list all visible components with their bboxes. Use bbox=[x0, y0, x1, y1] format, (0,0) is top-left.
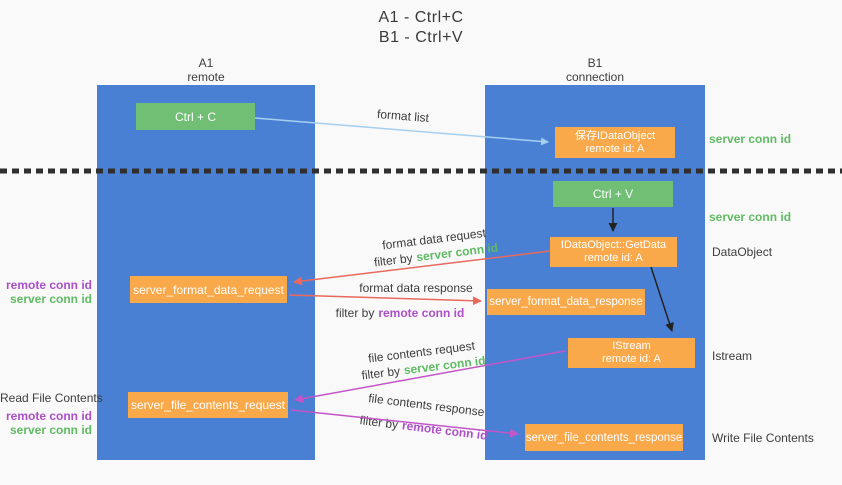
node-save-idataobject: 保存IDataObject remote id: A bbox=[555, 127, 675, 158]
node-save-idataobject-line1: 保存IDataObject bbox=[574, 129, 656, 142]
right-label-server-conn-id-top: server conn id bbox=[709, 132, 792, 146]
edge-label-format-list: format list bbox=[343, 103, 464, 128]
remote-conn-id-text: remote conn id bbox=[401, 418, 489, 443]
node-server-file-contents-request: server_file_contents_request bbox=[128, 392, 288, 418]
node-server-format-data-request-label: server_format_data_request bbox=[133, 282, 284, 297]
node-istream: IStream remote id: A bbox=[568, 338, 695, 368]
edge-label-format-data-response-text: format data response bbox=[359, 281, 473, 295]
node-istream-line1: IStream bbox=[612, 340, 651, 352]
remote-conn-id-text: remote conn id bbox=[378, 306, 465, 320]
right-label-server-conn-id-mid: server conn id bbox=[709, 210, 792, 224]
node-ctrl-c: Ctrl + C bbox=[136, 103, 255, 130]
node-ctrl-v: Ctrl + V bbox=[553, 181, 673, 207]
node-idataobject-getdata-line1: IDataObject::GetData bbox=[560, 239, 667, 251]
node-server-format-data-response: server_format_data_response bbox=[487, 289, 645, 315]
node-save-idataobject-line2: remote id: A bbox=[585, 142, 645, 155]
node-idataobject-getdata-line2: remote id: A bbox=[584, 252, 643, 264]
right-label-dataobject: DataObject bbox=[712, 245, 773, 259]
filter-by-text: filter by bbox=[335, 306, 375, 320]
right-label-write-file-contents: Write File Contents bbox=[712, 431, 814, 445]
left-label-remote-conn-id-2: remote conn id bbox=[5, 409, 92, 423]
lane-b1-subtitle: connection bbox=[565, 70, 625, 84]
lane-b1-title: B1 bbox=[587, 56, 603, 70]
node-ctrl-v-label: Ctrl + V bbox=[592, 187, 634, 201]
edge-label-format-list-text: format list bbox=[376, 106, 430, 126]
left-label-remote-conn-id-1: remote conn id bbox=[5, 278, 92, 292]
lane-header-b1: B1 connection bbox=[535, 56, 655, 84]
diagram-title: A1 - Ctrl+C B1 - Ctrl+V bbox=[0, 8, 842, 48]
title-line-1: A1 - Ctrl+C bbox=[378, 9, 464, 26]
node-server-file-contents-response-label: server_file_contents_response bbox=[525, 431, 683, 444]
filter-by-text: filter by bbox=[373, 250, 414, 270]
node-server-file-contents-response: server_file_contents_response bbox=[525, 424, 683, 451]
right-label-istream: Istream bbox=[712, 349, 753, 363]
edge-label-format-data-response-line1: format data response bbox=[346, 280, 486, 296]
filter-by-text: filter by bbox=[360, 363, 401, 383]
lane-header-a1: A1 remote bbox=[146, 56, 266, 84]
node-idataobject-getdata: IDataObject::GetData remote id: A bbox=[550, 237, 677, 267]
filter-by-text: filter by bbox=[358, 413, 399, 432]
node-istream-line2: remote id: A bbox=[602, 353, 661, 365]
node-server-format-data-request: server_format_data_request bbox=[130, 276, 287, 303]
node-ctrl-c-label: Ctrl + C bbox=[174, 109, 216, 124]
node-server-format-data-response-label: server_format_data_response bbox=[489, 296, 643, 308]
lane-a1-subtitle: remote bbox=[187, 70, 225, 84]
title-line-2: B1 - Ctrl+V bbox=[378, 29, 464, 46]
left-label-server-conn-id-1: server conn id bbox=[9, 292, 92, 306]
left-label-read-file-contents: Read File Contents bbox=[0, 391, 103, 405]
node-server-file-contents-request-label: server_file_contents_request bbox=[130, 398, 286, 412]
lane-a1-title: A1 bbox=[198, 56, 214, 70]
left-label-server-conn-id-2: server conn id bbox=[9, 423, 92, 437]
